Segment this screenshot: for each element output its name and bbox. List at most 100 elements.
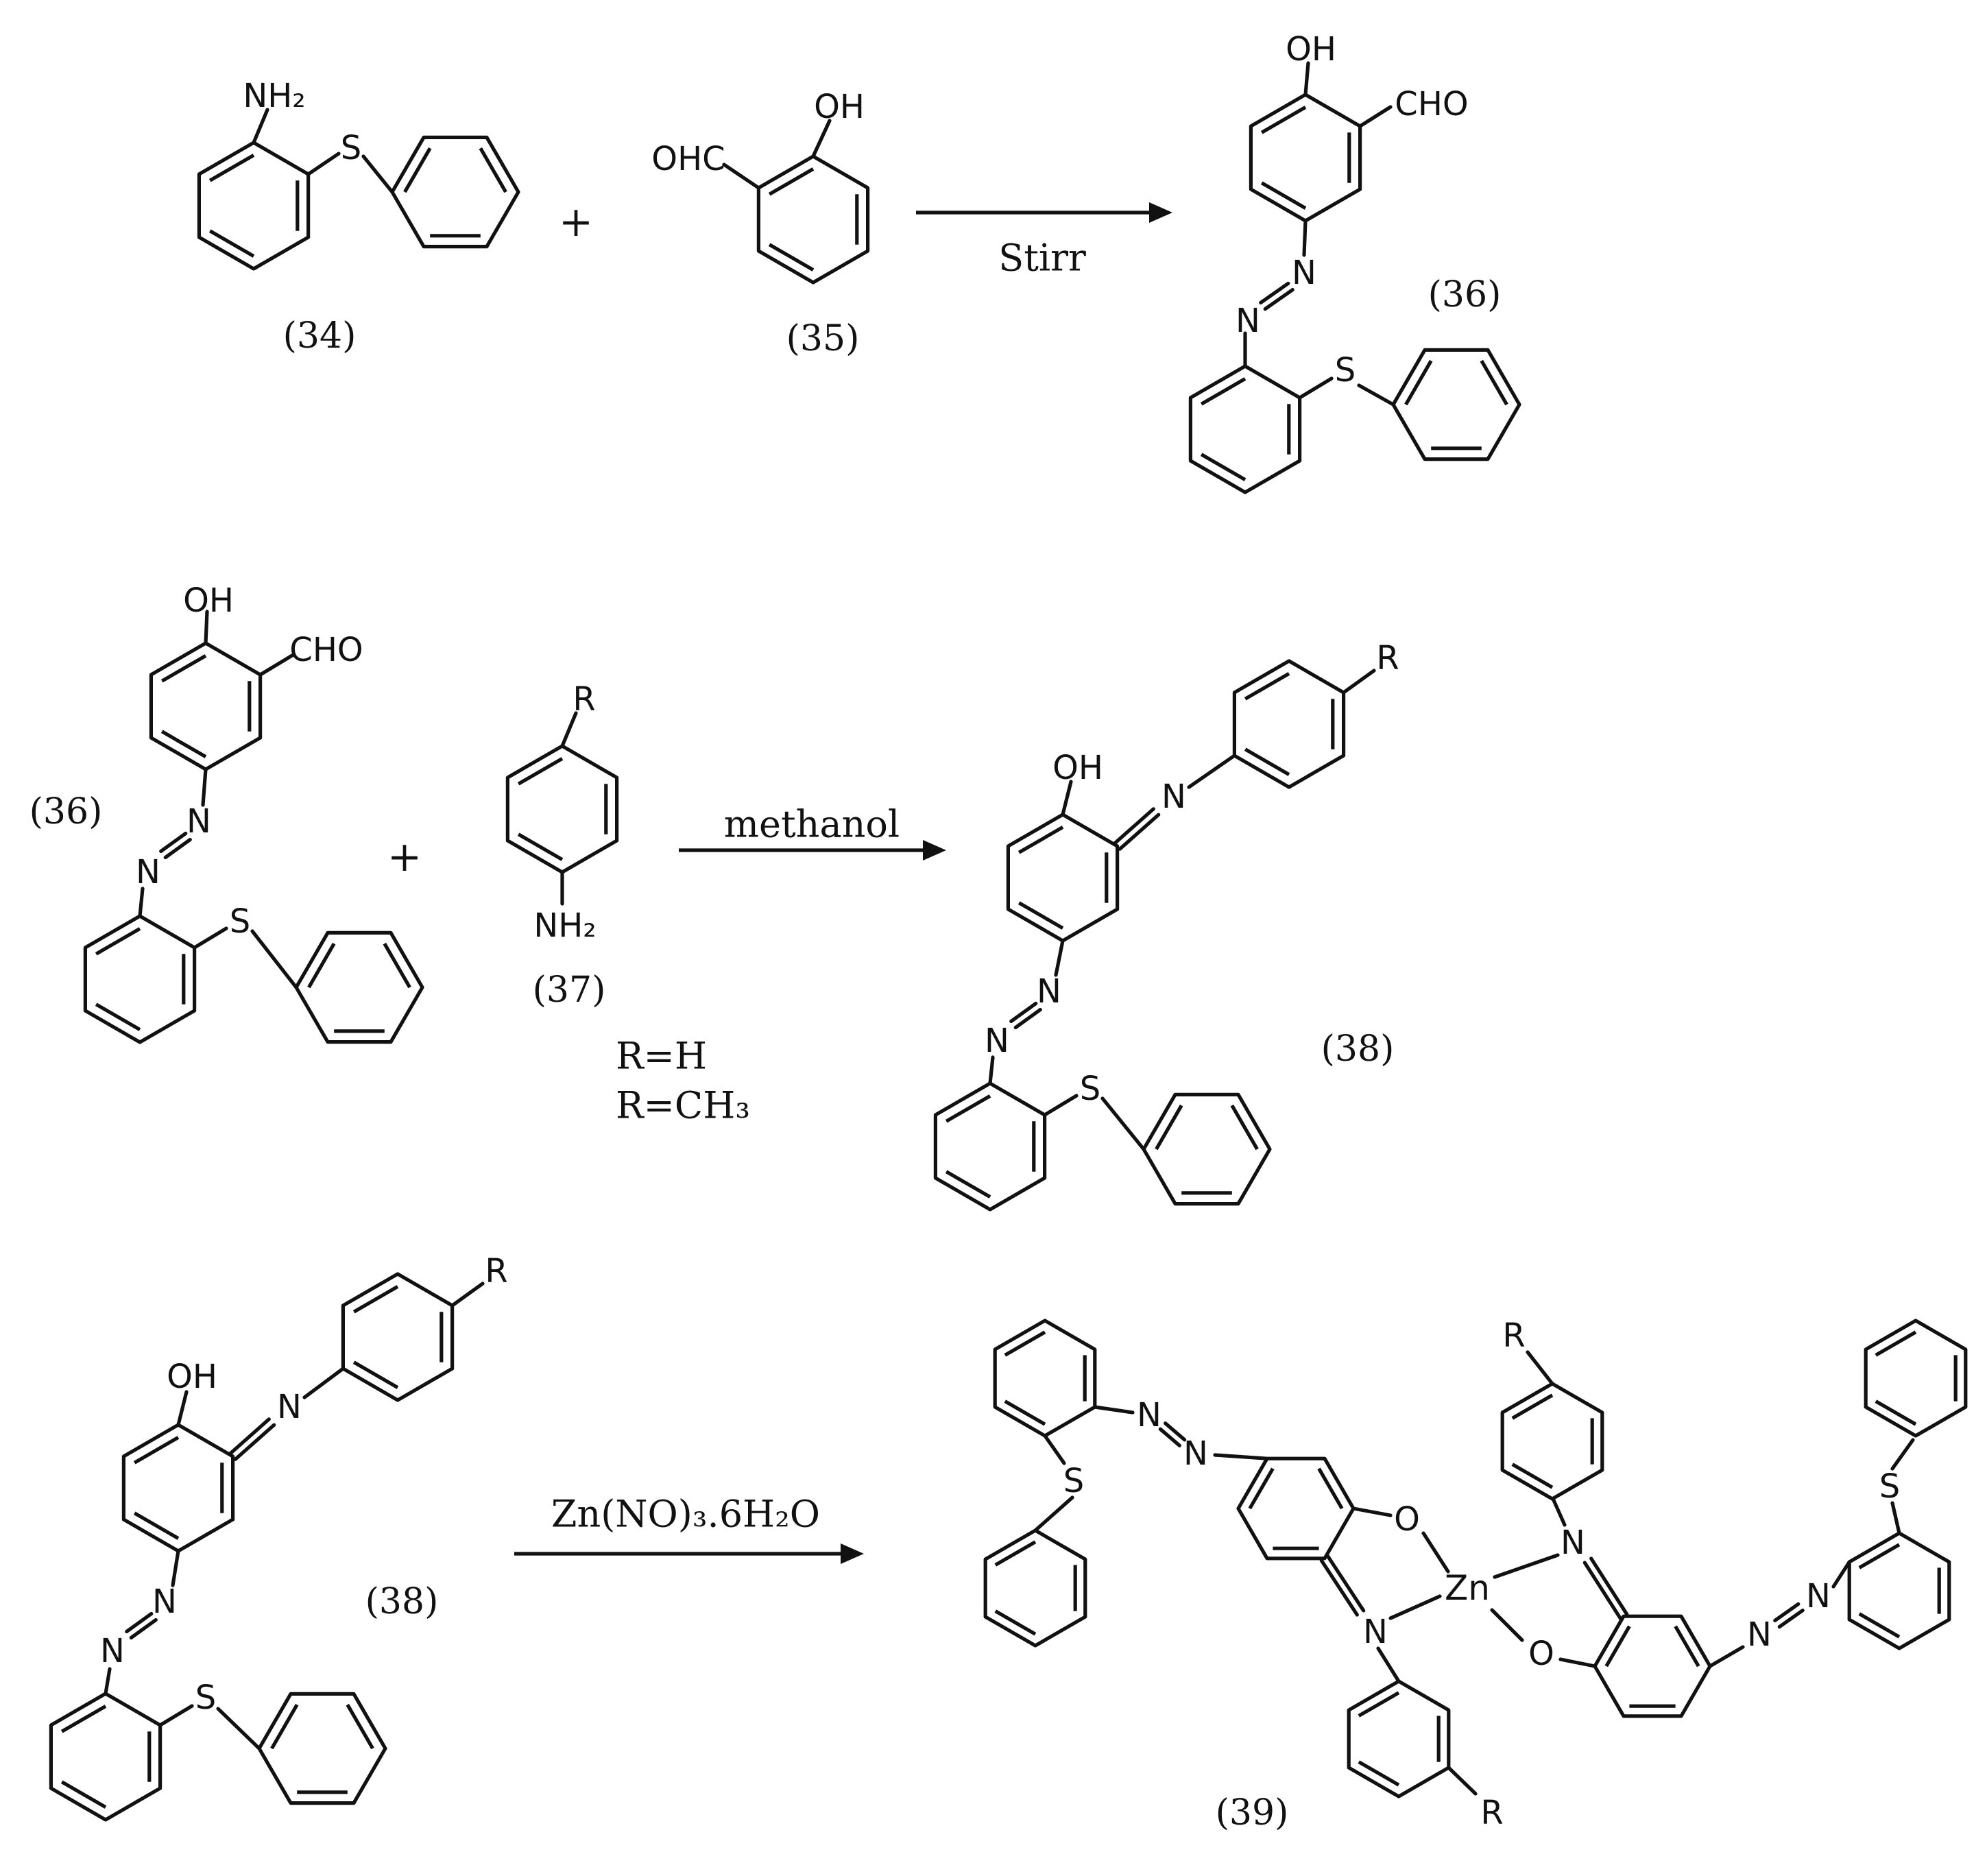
double-bond: [129, 1618, 158, 1640]
aromatic-inner-bond: [1004, 1399, 1046, 1426]
aromatic-inner-bond: [270, 1703, 299, 1750]
aromatic-inner-bond: [95, 1002, 141, 1031]
c34-sphenyl-ring: [390, 135, 520, 249]
double-bond: [1777, 1608, 1805, 1629]
bond: [560, 711, 578, 748]
atoms-zn-label: Zn: [1445, 1568, 1490, 1608]
atoms-oh-label: OH: [814, 88, 865, 126]
double-bond: [163, 837, 192, 860]
reaction-arrow-head: [923, 840, 946, 861]
atoms-oh-label: OH: [1286, 30, 1336, 69]
bond: [176, 1390, 189, 1427]
c39-rphenyl-bottom-ring: [1347, 1679, 1451, 1799]
conditions-r_h-label: R=H: [616, 1035, 707, 1078]
atoms-cho-label: CHO: [1395, 85, 1468, 123]
aromatic-inner-bond: [1875, 1399, 1917, 1426]
aromatic-inner-bond: [383, 942, 411, 989]
c36-sphenyl-ring: [1391, 348, 1521, 461]
atoms-cho-label: CHO: [289, 631, 363, 669]
bond: [1831, 1560, 1851, 1589]
c34-aniline-ring: [197, 141, 311, 271]
atoms-n-label: N: [100, 1632, 125, 1670]
atoms-n-label: N: [1161, 778, 1186, 816]
reagents-step2-label: methanol: [724, 803, 900, 846]
atoms-oh-label: OH: [1052, 749, 1103, 787]
aromatic-inner-bond: [945, 1170, 991, 1199]
bond: [1358, 105, 1393, 128]
double-bond: [1259, 281, 1290, 305]
atoms-s-label: S: [195, 1679, 216, 1717]
c39-sphenyl-left-ring: [983, 1528, 1087, 1648]
double-bond: [1113, 807, 1155, 845]
aromatic-inner-bond: [1244, 672, 1290, 701]
operators-plus-label: +: [559, 198, 593, 246]
c38-rphenyl-ring: [1232, 659, 1346, 789]
atoms-n-label: N: [1363, 1613, 1388, 1651]
bond: [1357, 383, 1395, 407]
atoms-oh-label: OH: [167, 1358, 217, 1396]
bond: [1054, 939, 1065, 977]
aromatic-inner-bond: [307, 942, 336, 989]
bond: [811, 119, 832, 158]
compounds-c38-label: (38): [365, 1581, 439, 1622]
aromatic-inner-bond: [1230, 1104, 1259, 1151]
bond: [1526, 1350, 1554, 1386]
aromatic-inner-bond: [945, 1094, 991, 1123]
atoms-n-label: N: [1292, 254, 1316, 292]
bond: [1213, 1453, 1269, 1460]
c39-azoaryl-left-ring: [993, 1319, 1097, 1438]
aromatic-inner-bond: [1858, 1543, 1901, 1570]
reagents-step1-label: Stirr: [998, 237, 1086, 280]
c38b-phenol-ring: [121, 1423, 235, 1553]
aromatic-inner-bond: [1858, 1612, 1901, 1639]
atoms-n-label: N: [1236, 302, 1260, 340]
c36b-phenol-ring: [149, 641, 263, 771]
atoms-n-label: N: [1561, 1524, 1585, 1562]
bond: [1890, 1438, 1915, 1471]
bond: [201, 767, 208, 807]
atoms-s-label: S: [1879, 1467, 1900, 1506]
double-bond: [1158, 1427, 1181, 1447]
aromatic-inner-bond: [133, 1511, 180, 1540]
operators-plus-label: +: [387, 833, 422, 881]
double-bond: [1013, 1007, 1042, 1030]
atoms-n-label: N: [152, 1583, 177, 1621]
bond: [138, 887, 145, 918]
aromatic-inner-bond: [1260, 106, 1307, 134]
double-bond: [125, 1611, 154, 1634]
bond: [1421, 1531, 1450, 1574]
bond: [1490, 1608, 1524, 1642]
bond: [1042, 1094, 1079, 1117]
double-bond: [1319, 1559, 1359, 1617]
double-bond: [1164, 1421, 1187, 1442]
bond: [1100, 1096, 1146, 1151]
compounds-c39-label: (39): [1216, 1792, 1289, 1833]
bond: [258, 653, 294, 677]
aromatic-inner-bond: [768, 167, 815, 196]
c38b-rphenyl-ring: [341, 1272, 455, 1402]
aromatic-inner-bond: [60, 1780, 107, 1809]
c37-ring: [505, 744, 619, 874]
atoms-nh2-label: NH₂: [533, 906, 596, 945]
c39-rphenyl-top-ring: [1500, 1382, 1604, 1501]
atoms-n-label: N: [1137, 1396, 1161, 1434]
atoms-r-label: R: [1502, 1316, 1525, 1355]
aromatic-inner-bond: [1875, 1330, 1917, 1357]
double-bond: [159, 831, 188, 854]
atoms-s-label: S: [230, 902, 250, 941]
bond: [1043, 1434, 1066, 1465]
conditions-r_ch3-label: R=CH₃: [616, 1084, 750, 1127]
atoms-s-label: S: [1080, 1070, 1100, 1108]
aromatic-inner-bond: [1511, 1393, 1554, 1420]
aromatic-inner-bond: [1511, 1463, 1554, 1489]
bond: [1033, 1495, 1074, 1532]
aromatic-inner-bond: [1017, 901, 1064, 930]
aromatic-inner-bond: [352, 1285, 399, 1314]
bond: [1493, 1553, 1560, 1579]
c36-azoaryl-ring: [1188, 364, 1302, 494]
bond: [252, 108, 269, 145]
aromatic-inner-bond: [1155, 1104, 1183, 1151]
bond: [216, 1707, 261, 1751]
reaction-arrow-head: [841, 1543, 864, 1564]
